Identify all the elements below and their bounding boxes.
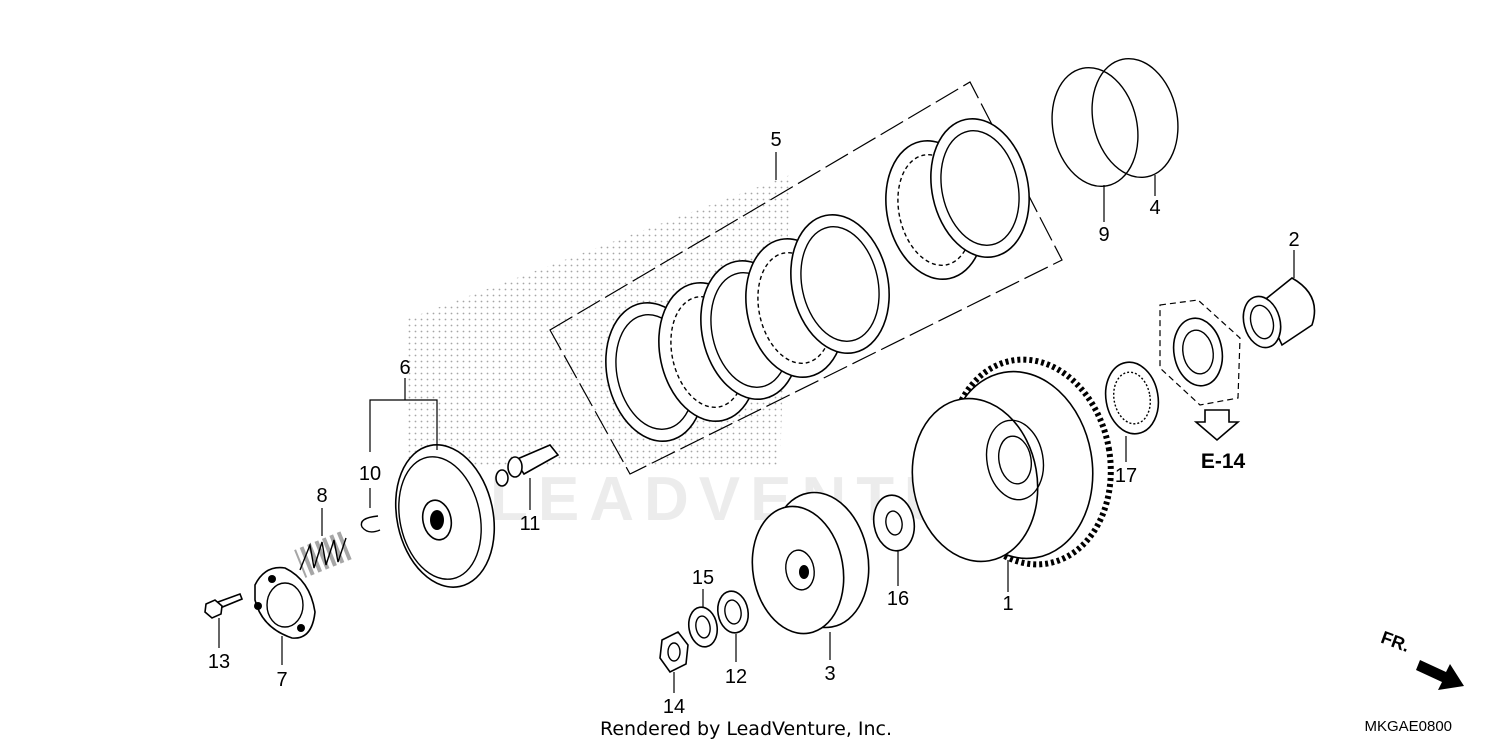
callout-9: 9 [1098, 224, 1109, 246]
callout-15: 15 [692, 567, 714, 589]
callout-4: 4 [1149, 197, 1160, 219]
rendered-by-footer: Rendered by LeadVenture, Inc. [600, 718, 893, 740]
diagram-code: MKGAE0800 [1364, 718, 1452, 735]
bolt-13 [204, 592, 244, 619]
collar-2 [1242, 277, 1316, 349]
callout-10: 10 [359, 463, 381, 485]
callout-5: 5 [770, 129, 781, 151]
lock-nut-14 [659, 630, 689, 674]
needle-bearing-17 [1104, 361, 1160, 435]
lifter-piece-11 [495, 444, 560, 487]
gear-ref-group [1159, 299, 1241, 442]
clutch-center-3 [751, 491, 870, 635]
washer-12 [716, 590, 750, 634]
callout-17: 17 [1115, 465, 1137, 487]
clutch-spring-8 [294, 531, 352, 578]
washer-15 [687, 606, 719, 648]
clutch-outer-1 [911, 356, 1114, 568]
plate-set-box [549, 81, 1063, 475]
ring-4 [1091, 57, 1179, 179]
callout-11: 11 [520, 513, 541, 535]
callout-3: 3 [824, 663, 835, 685]
callout-7: 7 [276, 669, 287, 691]
callout-12: 12 [725, 666, 747, 688]
front-label: FR. [1378, 627, 1412, 656]
lifter-plate-7 [254, 566, 316, 639]
circlip-10 [360, 515, 381, 533]
callout-14: 14 [663, 696, 685, 718]
washer-16 [872, 494, 916, 552]
callout-16: 16 [887, 588, 909, 610]
section-reference-label: E-14 [1201, 450, 1246, 473]
callout-13: 13 [208, 651, 230, 673]
front-direction-arrow: FR. [1378, 627, 1464, 690]
callout-1: 1 [1002, 593, 1013, 615]
callout-6: 6 [399, 357, 410, 379]
callout-2: 2 [1288, 229, 1299, 251]
ring-9 [1051, 66, 1139, 188]
callout-numbers: 1 2 3 4 5 6 7 8 9 10 11 12 13 14 15 16 1… [208, 129, 1300, 718]
clutch-plate-set [605, 118, 1030, 442]
pressure-plate-6 [394, 444, 496, 588]
leader-lines [218, 152, 1295, 693]
callout-8: 8 [316, 485, 327, 507]
